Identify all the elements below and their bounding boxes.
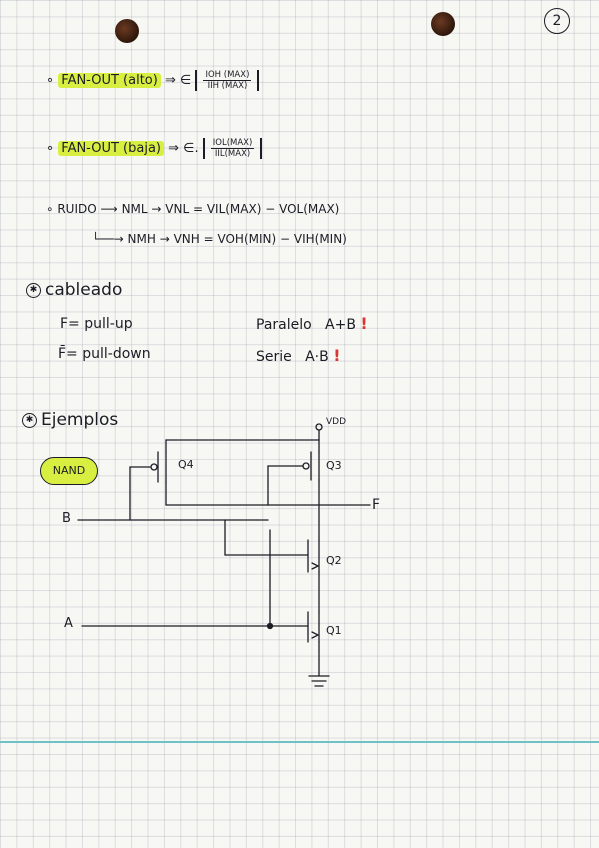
noise-label: RUIDO xyxy=(57,202,97,216)
vdd-node xyxy=(315,423,323,431)
fanout-low-numerator: IOL(MAX) xyxy=(210,138,255,149)
fanout-low-denominator: IIL(MAX) xyxy=(214,149,251,159)
fanout-low-arrow: ⇒ ∈. xyxy=(168,141,199,156)
fanout-low-bracket: IOL(MAX) IIL(MAX) xyxy=(202,138,263,159)
q3-bubble xyxy=(302,462,310,470)
input-b-label: B xyxy=(62,511,71,526)
exclamation-mark-icon: ! xyxy=(360,314,368,333)
wiring-series: Serie A·B xyxy=(256,349,329,365)
q2-arrow-icon xyxy=(311,562,320,570)
q2-label: Q2 xyxy=(326,554,342,567)
page-number: 2 xyxy=(544,8,570,34)
noise-line-1: ∘ RUIDO ⟶ NML → VNL = VIL(MAX) − VOL(MAX… xyxy=(46,202,339,216)
fanout-high-label: FAN-OUT (alto) xyxy=(58,73,161,88)
fanout-low-label: FAN-OUT (baja) xyxy=(58,141,164,156)
examples-heading: ✱Ejemplos xyxy=(22,410,118,430)
binder-hole-left xyxy=(115,19,139,43)
noise-margin-high: NMH → VNH = VOH(MIN) − VIH(MIN) xyxy=(127,232,347,246)
q3-label: Q3 xyxy=(326,459,342,472)
bottom-rule-line xyxy=(0,741,599,743)
binder-hole-right xyxy=(431,12,455,36)
examples-title: Ejemplos xyxy=(41,410,119,430)
q4-label: Q4 xyxy=(178,458,194,471)
q1-label: Q1 xyxy=(326,624,342,637)
noise-margin-low: NML → VNL = VIL(MAX) − VOL(MAX) xyxy=(121,202,340,216)
fanout-high-numerator: IOH (MAX) xyxy=(203,70,252,81)
wiring-row-1-left: F= pull-up xyxy=(60,316,133,332)
fanout-high-arrow: ⇒ ∈ xyxy=(164,73,192,88)
input-a-label: A xyxy=(64,616,73,631)
star-bullet-icon: ✱ xyxy=(26,282,41,298)
output-f-label: F xyxy=(372,497,381,513)
bullet: ∘ xyxy=(46,141,55,156)
wiring-row-1-right: Paralelo A+B ! xyxy=(256,314,368,333)
q1-arrow-icon xyxy=(311,631,320,639)
arrow-icon: ⟶ xyxy=(100,202,122,216)
fanout-high-bracket: IOH (MAX) IIH (MAX) xyxy=(195,70,260,91)
q4-bubble xyxy=(150,463,158,471)
bullet: ∘ xyxy=(46,73,59,88)
fanout-low-line: ∘ FAN-OUT (baja) ⇒ ∈. IOL(MAX) IIL(MAX) xyxy=(46,138,263,159)
fanout-high-fraction: IOH (MAX) IIH (MAX) xyxy=(203,70,252,91)
wiring-title: cableado xyxy=(45,280,123,300)
nand-badge: NAND xyxy=(40,457,98,485)
bullet: ∘ xyxy=(46,202,54,216)
wiring-row-2-right: Serie A·B ! xyxy=(256,346,341,365)
fanout-high-line: ∘ FAN-OUT (alto) ⇒ ∈ IOH (MAX) IIH (MAX) xyxy=(46,70,260,91)
wiring-parallel: Paralelo A+B xyxy=(256,317,356,333)
vdd-label: VDD xyxy=(326,417,347,427)
fanout-high-denominator: IIH (MAX) xyxy=(207,81,248,91)
corner-arrow-icon: └──→ xyxy=(92,232,128,246)
exclamation-mark-icon-2: ! xyxy=(333,346,341,365)
star-bullet-icon-2: ✱ xyxy=(22,412,37,428)
wiring-row-2-left: F̄= pull-down xyxy=(58,346,151,362)
noise-line-2: └──→ NMH → VNH = VOH(MIN) − VIH(MIN) xyxy=(92,232,347,246)
wiring-heading: ✱cableado xyxy=(26,280,122,300)
fanout-low-fraction: IOL(MAX) IIL(MAX) xyxy=(210,138,255,159)
